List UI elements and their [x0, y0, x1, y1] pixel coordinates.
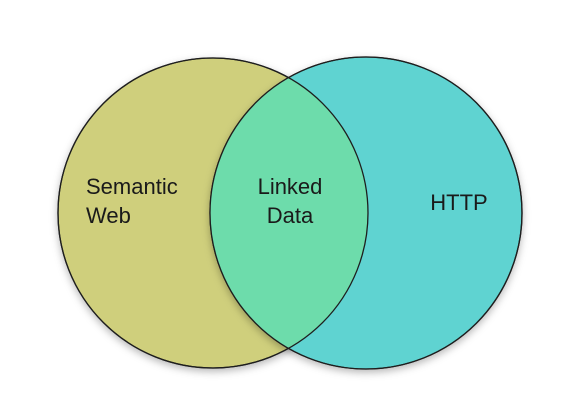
- semantic-web-label-line1: Semantic: [86, 174, 178, 199]
- linked-data-intersection: [210, 58, 368, 368]
- semantic-web-outline: [57, 57, 369, 369]
- semantic-web-label-line2: Web: [86, 203, 131, 228]
- linked-data-label-line2: Data: [267, 203, 314, 228]
- http-label: HTTP: [430, 190, 487, 215]
- http-outline: [209, 56, 523, 370]
- linked-data-label-line1: Linked: [258, 174, 323, 199]
